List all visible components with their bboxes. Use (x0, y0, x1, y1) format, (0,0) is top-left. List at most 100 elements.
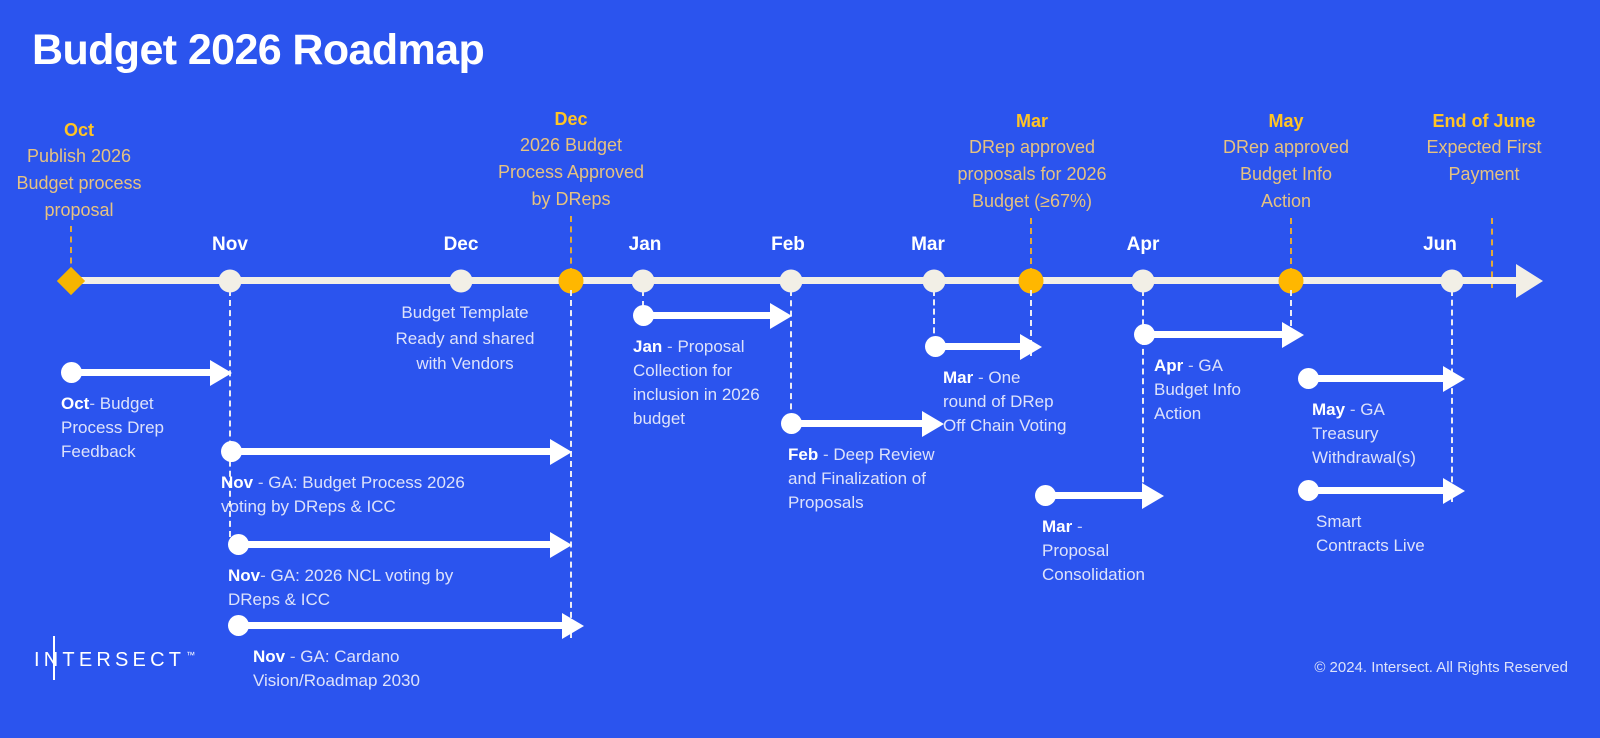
task-dash: - (1188, 356, 1194, 375)
marker-jan-dot (631, 269, 655, 293)
tick-label-apr: Apr (1126, 234, 1160, 255)
task-bar (242, 541, 552, 548)
task-line-2: round of DRep (943, 392, 1054, 412)
task-arrow-icon (1020, 334, 1042, 360)
task-bar (939, 343, 1022, 350)
task-desc: Deep Review (833, 445, 935, 464)
task-bar (1312, 487, 1445, 494)
task-month: Nov (253, 647, 286, 666)
task-arrow-icon (1443, 478, 1465, 504)
task-start-dot (1298, 368, 1319, 389)
task-dash: - (977, 368, 984, 387)
milestone-dec-line-2: Process Approved (497, 162, 645, 183)
intersect-logo-trademark: ™ (186, 650, 196, 660)
marker-feb-dot (779, 269, 803, 293)
task-label: Mar - Proposal Consolidation (1042, 515, 1212, 587)
task-start-dot (61, 362, 82, 383)
copyright-text: © 2024. Intersect. All Rights Reserved (1314, 659, 1568, 676)
task-start-dot (633, 305, 654, 326)
tick-label-feb: Feb (771, 234, 805, 255)
task-line-1: Smart (1316, 512, 1362, 531)
connector-end-of-june (1491, 218, 1493, 288)
task-desc: One (988, 368, 1021, 387)
marker-nov-dot (218, 269, 242, 293)
task-line-2: Proposal (1042, 541, 1110, 561)
tick-label-dec: Dec (443, 234, 479, 255)
task-bar (647, 312, 772, 319)
marker-oct-diamond-icon (56, 266, 86, 296)
task-month: Jan (633, 337, 663, 356)
task-start-dot (1035, 485, 1056, 506)
task-line-3: Consolidation (1042, 565, 1146, 585)
timeline-arrow-icon (1516, 264, 1543, 298)
task-arrow-icon (1142, 483, 1164, 509)
note-budget-template-line-3: with Vendors (416, 354, 514, 373)
task-label: Jan - Proposal Collection for inclusion … (633, 335, 803, 432)
task-start-dot (1134, 324, 1155, 345)
marker-dec-dot (449, 269, 473, 293)
task-desc: GA: Cardano (300, 647, 400, 666)
task-start-dot (781, 413, 802, 434)
note-budget-template-line-1: Budget Template (401, 303, 529, 322)
task-desc: GA: 2026 NCL voting by (270, 566, 454, 585)
milestone-oct-heading: Oct (63, 120, 94, 140)
tick-label-jan: Jan (628, 234, 662, 255)
task-label: Oct- Budget Process Drep Feedback (61, 392, 251, 464)
milestone-end-of-june-line-2: Payment (1448, 164, 1520, 185)
task-bar (242, 622, 564, 629)
task-line-2: Budget Info (1154, 380, 1241, 400)
task-bar (75, 369, 212, 376)
milestone-mar: Mar DRep approved proposals for 2026 Bud… (916, 109, 1148, 215)
task-arrow-icon (1282, 322, 1304, 348)
page-title: Budget 2026 Roadmap (32, 26, 485, 74)
milestone-end-of-june-heading: End of June (1432, 111, 1536, 131)
task-month: Feb (788, 445, 819, 464)
task-label: Nov - GA: Cardano Vision/Roadmap 2030 (253, 645, 553, 693)
task-arrow-icon (1443, 366, 1465, 392)
milestone-may-line-1: DRep approved (1222, 137, 1350, 158)
guide-apr (1142, 290, 1144, 502)
task-line-3: Off Chain Voting (943, 416, 1067, 436)
task-desc: GA: Budget Process 2026 (268, 473, 465, 492)
milestone-mar-line-2: proposals for 2026 (957, 164, 1107, 185)
milestone-oct: Oct Publish 2026 Budget process proposal (0, 118, 170, 224)
task-line-2: Treasury (1312, 424, 1379, 444)
task-start-dot (228, 615, 249, 636)
task-bar (235, 448, 552, 455)
marker-mar-milestone-dot (1018, 268, 1044, 294)
task-label: Mar - One round of DRep Off Chain Voting (943, 366, 1113, 438)
task-line-3: Feedback (61, 442, 136, 462)
connector-mar (1030, 218, 1032, 274)
task-month: Oct (61, 394, 90, 413)
milestone-dec-line-3: by DReps (531, 189, 611, 210)
task-line-2: DReps & ICC (228, 590, 331, 610)
task-start-dot (221, 441, 242, 462)
task-line-2: Process Drep (61, 418, 164, 438)
milestone-may: May DRep approved Budget Info Action (1178, 109, 1394, 215)
connector-oct (70, 226, 72, 274)
task-arrow-icon (550, 532, 572, 558)
task-bar (1049, 492, 1144, 499)
task-arrow-icon (550, 439, 572, 465)
task-desc: GA (1198, 356, 1223, 375)
task-arrow-icon (770, 303, 792, 329)
task-start-dot (1298, 480, 1319, 501)
guide-jun (1451, 290, 1453, 502)
milestone-oct-line-1: Publish 2026 (26, 146, 132, 167)
task-dash: - (667, 337, 673, 356)
guide-mar-milestone (1030, 290, 1032, 356)
task-month: Mar (943, 368, 974, 387)
task-line-3: inclusion in 2026 (633, 385, 760, 405)
task-arrow-icon (922, 411, 944, 437)
milestone-mar-line-3: Budget (≥67%) (972, 191, 1092, 212)
task-start-dot (228, 534, 249, 555)
task-line-2: voting by DReps & ICC (221, 497, 396, 517)
marker-apr-dot (1131, 269, 1155, 293)
task-label: Apr - GA Budget Info Action (1154, 354, 1324, 426)
milestone-mar-line-1: DRep approved (968, 137, 1096, 158)
task-line-2: Collection for (633, 361, 733, 381)
milestone-may-heading: May (1268, 111, 1304, 131)
task-arrow-icon (562, 613, 584, 639)
milestone-may-line-3: Action (1260, 191, 1312, 212)
